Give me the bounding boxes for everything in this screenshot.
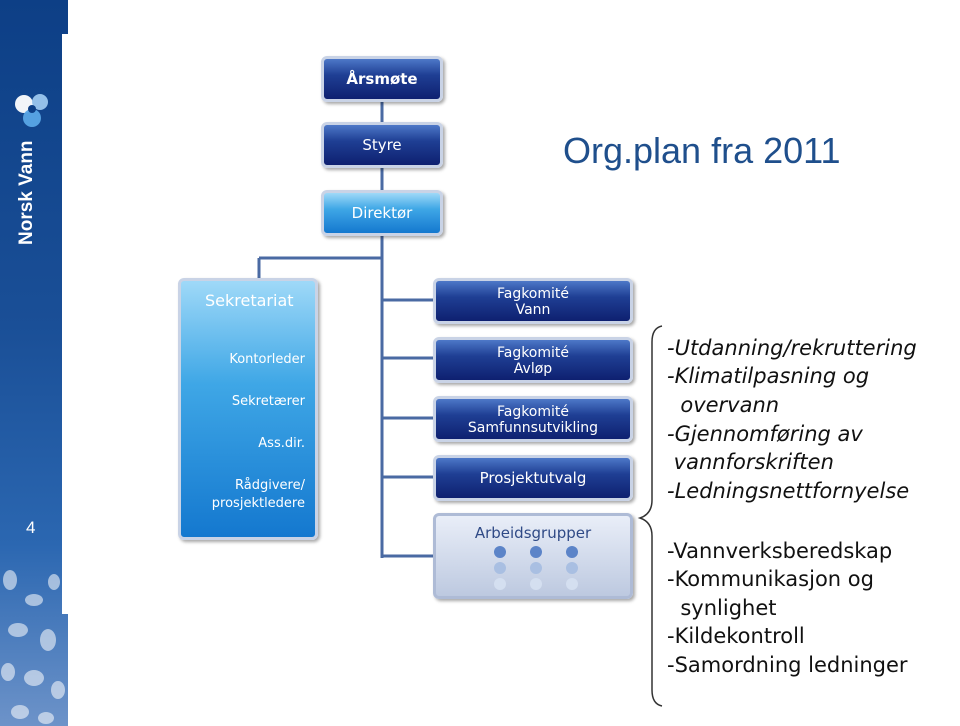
- group-dot: [566, 562, 578, 574]
- sekretariat-item: Kontorleder: [229, 352, 305, 367]
- sekretariat-item: Rådgivere/: [235, 478, 305, 493]
- slide-number: 4: [26, 518, 36, 537]
- group-dot: [566, 546, 578, 558]
- group-dot: [494, 562, 506, 574]
- work-group-item: -Kildekontroll: [667, 624, 805, 648]
- direktor-box: Direktør: [321, 190, 443, 236]
- fagkomite-subject: Vann: [515, 302, 551, 318]
- fagkomite-vann-box: Fagkomité Vann: [433, 278, 633, 324]
- slide-edge: [62, 34, 70, 614]
- group-dot: [530, 562, 542, 574]
- fagkomite-subject: Avløp: [513, 361, 553, 377]
- page-title: Org.plan fra 2011: [563, 130, 841, 171]
- work-group-item: -Kommunikasjon og: [667, 567, 874, 591]
- fagkomite-subject: Samfunnsutvikling: [467, 420, 599, 436]
- work-group-item: -Vannverksberedskap: [667, 539, 893, 563]
- arbeidsgrupper-box: Arbeidsgrupper: [433, 513, 633, 599]
- group-dots: [494, 546, 584, 596]
- fagkomite-avlop-box: Fagkomité Avløp: [433, 337, 633, 383]
- arbeidsgrupper-title: Arbeidsgrupper: [474, 524, 592, 542]
- work-area-item: -Utdanning/rekruttering: [667, 336, 917, 360]
- norsk-vann-logo-icon: [15, 94, 48, 127]
- brand-strip: Norsk Vann 4: [0, 0, 68, 726]
- work-group-item: synlighet: [667, 596, 777, 620]
- group-dot: [566, 578, 578, 590]
- group-dot: [530, 578, 542, 590]
- group-dot: [494, 546, 506, 558]
- sekretariat-item: prosjektledere: [211, 496, 305, 511]
- sekretariat-item: Sekretærer: [231, 394, 305, 409]
- work-group-item: -Samordning ledninger: [667, 653, 908, 677]
- work-area-item: -Gjennomføring av: [667, 422, 863, 446]
- aarsmote-box: Årsmøte: [321, 56, 443, 102]
- styre-box: Styre: [321, 122, 443, 168]
- work-area-item: overvann: [667, 393, 780, 417]
- group-dot: [530, 546, 542, 558]
- sekretariat-box: Sekretariat Kontorleder Sekretærer Ass.d…: [178, 278, 318, 540]
- fagkomite-samfunn-box: Fagkomité Samfunnsutvikling: [433, 396, 633, 442]
- fagkomite-label: Fagkomité: [496, 286, 570, 302]
- work-area-item: -Ledningsnettfornyelse: [667, 479, 910, 503]
- sekretariat-item: Ass.dir.: [258, 436, 305, 451]
- sekretariat-title: Sekretariat: [205, 291, 294, 310]
- work-area-item: vannforskriften: [667, 450, 834, 474]
- work-area-item: -Klimatilpasning og: [667, 364, 870, 388]
- fagkomite-label: Fagkomité: [496, 404, 570, 420]
- fagkomite-label: Fagkomité: [496, 345, 570, 361]
- group-dot: [494, 578, 506, 590]
- water-drops-decoration: [1, 570, 65, 724]
- prosjektutvalg-box: Prosjektutvalg: [433, 455, 633, 501]
